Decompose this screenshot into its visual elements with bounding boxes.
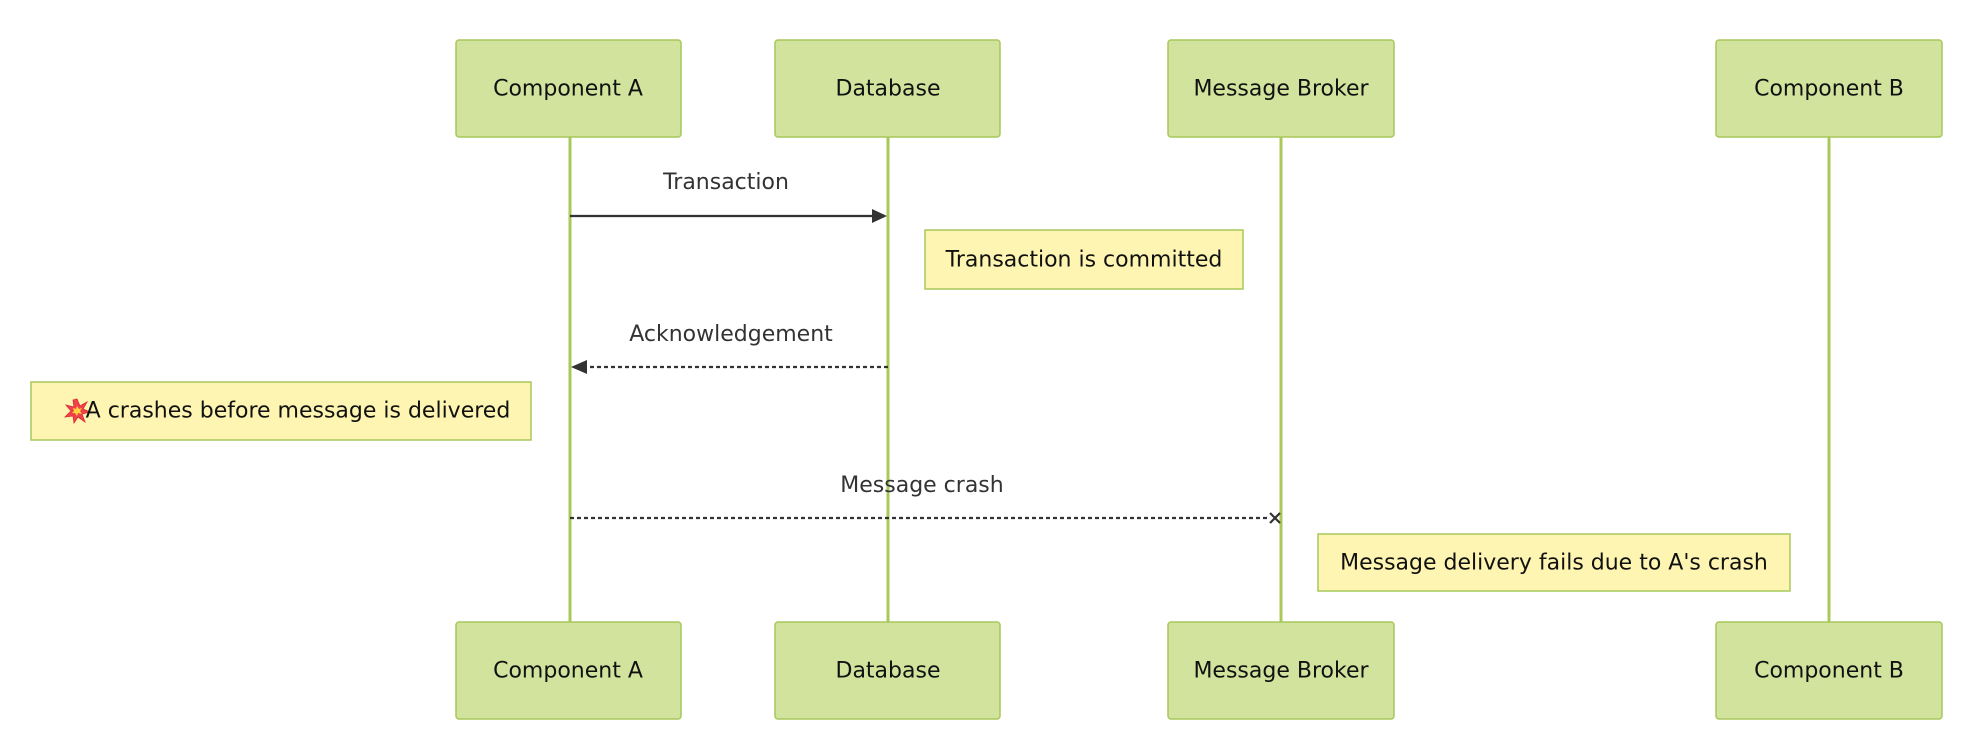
participant-database-bottom: Database [774, 621, 1001, 720]
cross-icon [1269, 512, 1281, 524]
participant-component-a-bottom: Component A [455, 621, 682, 720]
note-text: Transaction is committed [945, 248, 1223, 273]
participant-label: Message Broker [1193, 659, 1369, 684]
arrowhead-icon [571, 360, 587, 374]
message-label: Message crash [840, 473, 1003, 498]
message-label: Acknowledgement [629, 322, 833, 347]
participant-label: Component A [493, 77, 643, 102]
note-text: Message delivery fails due to A's crash [1340, 551, 1768, 576]
message-crash: Message crash [570, 473, 1281, 524]
message-label: Transaction [662, 170, 789, 195]
participant-label: Message Broker [1193, 77, 1369, 102]
note-delivery-fails: Message delivery fails due to A's crash [1317, 533, 1791, 592]
participant-message-broker-top: Message Broker [1167, 39, 1395, 138]
arrowhead-icon [872, 209, 887, 223]
participant-component-a-top: Component A [455, 39, 682, 138]
participant-label: Database [836, 659, 941, 684]
note-transaction-committed: Transaction is committed [924, 229, 1244, 290]
note-a-crashes: A crashes before message is delivered [30, 381, 532, 441]
collision-icon [63, 398, 92, 425]
participant-component-b-top: Component B [1715, 39, 1943, 138]
participant-label: Component B [1754, 659, 1904, 684]
participant-label: Database [836, 77, 941, 102]
participant-message-broker-bottom: Message Broker [1167, 621, 1395, 720]
message-acknowledgement: Acknowledgement [571, 322, 888, 374]
note-text: A crashes before message is delivered [86, 399, 511, 424]
participant-database-top: Database [774, 39, 1001, 138]
participant-label: Component A [493, 659, 643, 684]
participant-component-b-bottom: Component B [1715, 621, 1943, 720]
participant-label: Component B [1754, 77, 1904, 102]
message-transaction: Transaction [570, 170, 887, 223]
